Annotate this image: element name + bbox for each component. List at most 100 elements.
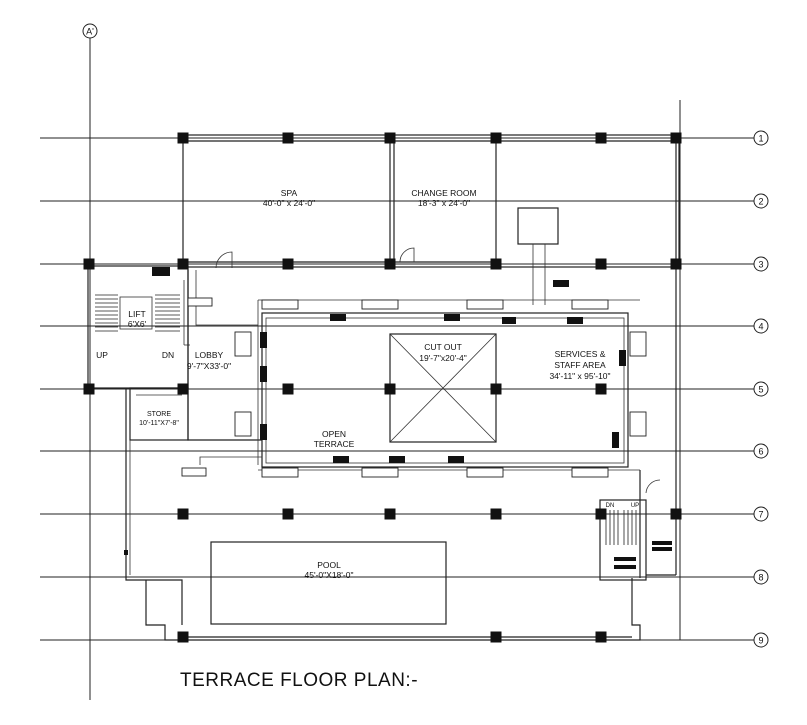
structural-column	[595, 258, 607, 270]
fixture-unit	[466, 467, 504, 478]
services-size: 34'-11" x 95'-10"	[549, 371, 610, 381]
structural-column	[282, 132, 294, 144]
grid-label-3: 3	[758, 260, 763, 270]
services-shaft	[517, 207, 559, 305]
structural-column	[595, 383, 607, 395]
fixture-unit	[181, 467, 207, 477]
pool-outline	[210, 541, 447, 625]
fixture-block	[260, 366, 267, 382]
fixture-block	[389, 456, 405, 463]
open-terrace-label-line1: OPEN	[322, 429, 346, 439]
structural-column	[177, 258, 189, 270]
fixture-block	[444, 314, 460, 321]
structural-column	[595, 631, 607, 643]
grid-line-5: 5	[40, 381, 769, 397]
lobby-size: 9'-7"X33'-0"	[187, 361, 231, 371]
fixture-unit	[234, 331, 252, 357]
structural-column	[384, 383, 396, 395]
stair-dn-left-label: DN	[162, 350, 174, 360]
fixture-block	[619, 350, 626, 366]
grid-line-3: 3	[40, 256, 769, 272]
structural-column	[490, 508, 502, 520]
change-room-label: CHANGE ROOM	[411, 188, 476, 198]
cut-out-size: 19'-7"x20'-4"	[419, 353, 467, 363]
outer-boundary	[145, 141, 677, 641]
lobby-store-walls	[125, 270, 262, 625]
fixture-unit	[629, 411, 647, 437]
structural-column	[595, 132, 607, 144]
fixture-unit	[261, 467, 299, 478]
structural-column	[490, 132, 502, 144]
room-labels: SPA 40'-0" x 24'-0" CHANGE ROOM 18'-3" x…	[96, 188, 639, 580]
fixture-unit	[571, 467, 609, 478]
fixture-unit	[361, 467, 399, 478]
spa-size: 40'-0" x 24'-0"	[263, 198, 315, 208]
grid-label-5: 5	[758, 385, 763, 395]
cut-out-label: CUT OUT	[424, 342, 462, 352]
lift-size: 6'X6'	[128, 319, 147, 329]
grid-label-9: 9	[758, 636, 763, 646]
fixture-block	[448, 456, 464, 463]
structural-column	[595, 508, 607, 520]
grid-lines: 1 2 3 4 5 6 7 8	[40, 130, 769, 648]
structural-column	[384, 132, 396, 144]
grid-label-2: 2	[758, 197, 763, 207]
axis-a-prime: A'	[82, 23, 98, 700]
fixture-unit	[629, 331, 647, 357]
grid-line-7: 7	[40, 506, 769, 522]
stair-dn-right-label: DN	[606, 503, 615, 509]
structural-column	[490, 258, 502, 270]
grid-label-1: 1	[758, 134, 763, 144]
structural-column	[282, 383, 294, 395]
structural-columns	[83, 132, 682, 643]
structural-column	[490, 631, 502, 643]
fixture-unit	[187, 297, 213, 307]
spa-label: SPA	[281, 188, 298, 198]
grid-line-6: 6	[40, 443, 769, 459]
fixture-block	[553, 280, 569, 287]
open-terrace-label-line2: TERRACE	[314, 439, 355, 449]
stair-up-right-label: UP	[631, 503, 639, 509]
fixture-block	[260, 424, 267, 440]
services-label-line1: SERVICES &	[555, 349, 606, 359]
fixture-unit	[361, 299, 399, 310]
grid-line-4: 4	[40, 318, 769, 334]
fixture-block	[612, 432, 619, 448]
grid-label-8: 8	[758, 573, 763, 583]
structural-column	[490, 383, 502, 395]
grid-label-4: 4	[758, 322, 763, 332]
structural-column	[384, 508, 396, 520]
fixture-unit	[234, 411, 252, 437]
fixtures	[124, 280, 647, 555]
structural-column	[282, 258, 294, 270]
lift-label: LIFT	[128, 309, 145, 319]
structural-column	[177, 132, 189, 144]
structural-column	[177, 508, 189, 520]
store-size: 10'-11"X7'-8"	[139, 420, 179, 427]
grid-label-7: 7	[758, 510, 763, 520]
fixture-block	[333, 456, 349, 463]
fixture-unit	[261, 299, 299, 310]
pool-size: 45'-0"X18'-0"	[305, 570, 354, 580]
structural-column	[670, 508, 682, 520]
store-label: STORE	[147, 411, 171, 418]
change-room-size: 18'-3" x 24'-0"	[418, 198, 470, 208]
fixture-unit	[571, 299, 609, 310]
lobby-label: LOBBY	[195, 350, 224, 360]
structural-column	[83, 383, 95, 395]
grid-label-6: 6	[758, 447, 763, 457]
pool-label: POOL	[317, 560, 341, 570]
structural-column	[282, 508, 294, 520]
right-stair-block	[599, 479, 672, 581]
structural-column	[83, 258, 95, 270]
services-label-line2: STAFF AREA	[554, 360, 606, 370]
structural-column	[177, 383, 189, 395]
fixture-block	[124, 550, 128, 555]
drawing-title: TERRACE FLOOR PLAN:-	[180, 670, 419, 691]
fixture-block	[502, 317, 516, 324]
structural-column	[177, 631, 189, 643]
fixture-block	[567, 317, 583, 324]
grid-line-2: 2	[40, 193, 769, 209]
stair-up-left-label: UP	[96, 350, 108, 360]
